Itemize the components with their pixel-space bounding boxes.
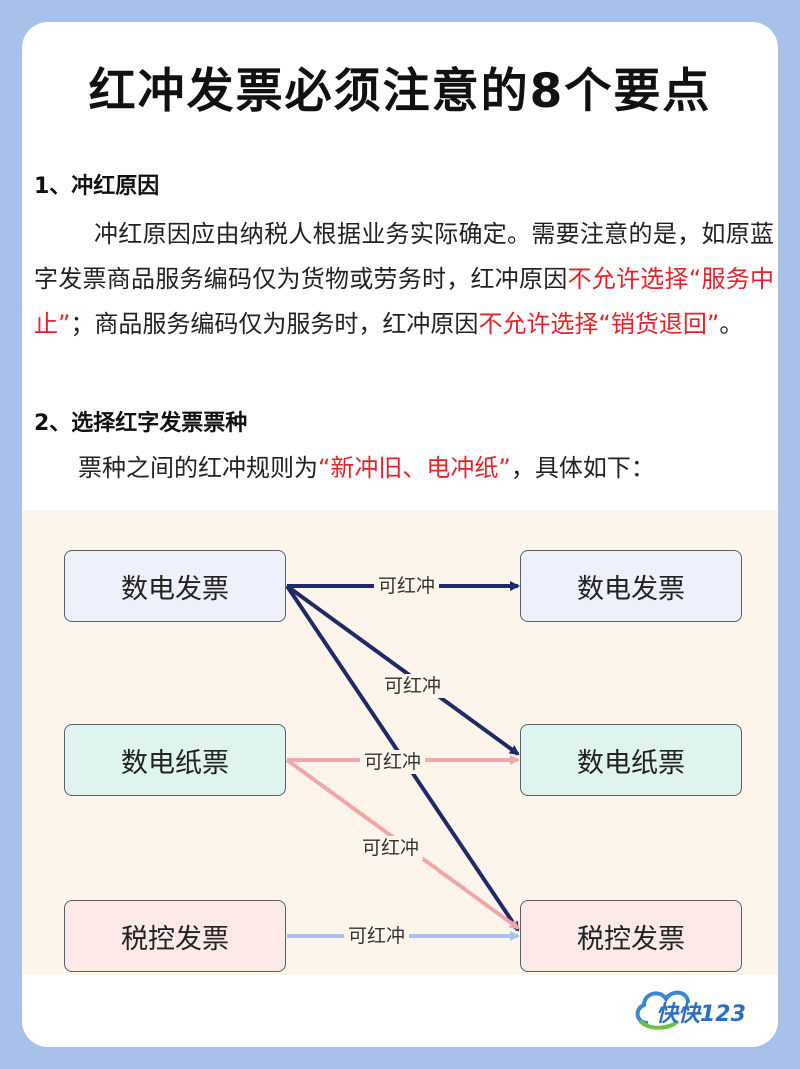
edge-label-2: 可红冲 (380, 674, 446, 698)
edge-label-5: 可红冲 (344, 924, 410, 948)
section2-heading: 2、选择红字发票票种 (34, 411, 248, 436)
intro-highlight: “新冲旧、电冲纸” (318, 454, 511, 482)
edge-label-1: 可红冲 (374, 574, 440, 598)
section1-text-2: ；商品服务编码仅为服务时，红冲原因 (70, 310, 479, 338)
section1-heading: 1、冲红原因 (34, 174, 160, 199)
box-right-shudian: 数电发票 (520, 550, 742, 622)
section1-text-3: 。 (719, 310, 744, 338)
brand-logo: 快快123 (630, 981, 764, 1033)
box-right-shudianzhipiao: 数电纸票 (520, 724, 742, 796)
edge-label-3: 可红冲 (360, 750, 426, 774)
content-card: 红冲发票必须注意的8个要点 1、冲红原因 冲红原因应由纳税人根据业务实际确定。需… (22, 22, 778, 1047)
box-right-shuikong: 税控发票 (520, 900, 742, 972)
page-title: 红冲发票必须注意的8个要点 (88, 64, 712, 119)
section1-highlight-1: 不允许选择“服务中止” (34, 265, 774, 338)
arrow-edian-to-ezhi (285, 584, 520, 756)
box-left-shudianzhipiao: 数电纸票 (64, 724, 286, 796)
box-left-shudian: 数电发票 (64, 550, 286, 622)
section1-text-1: 冲红原因应由纳税人根据业务实际确定。需要注意的是，如原蓝字发票商品服务编码仅为货… (34, 220, 774, 293)
section2-intro: 票种之间的红冲规则为“新冲旧、电冲纸”，具体如下： (78, 448, 655, 483)
intro-text-b: ，具体如下： (510, 454, 655, 482)
cloud-logo-icon: 快快123 (635, 990, 746, 1030)
edge-label-4: 可红冲 (358, 836, 424, 860)
logo-text: 快快123 (656, 1002, 746, 1027)
intro-text-a: 票种之间的红冲规则为 (78, 454, 318, 482)
redflush-diagram: 数电发票 数电纸票 税控发票 数电发票 数电纸票 税控发票 可红冲 可红冲 可红… (22, 510, 778, 975)
section1-highlight-2: 不允许选择“销货退回” (478, 310, 720, 338)
section1-paragraph: 冲红原因应由纳税人根据业务实际确定。需要注意的是，如原蓝字发票商品服务编码仅为货… (34, 212, 774, 347)
box-left-shuikong: 税控发票 (64, 900, 286, 972)
